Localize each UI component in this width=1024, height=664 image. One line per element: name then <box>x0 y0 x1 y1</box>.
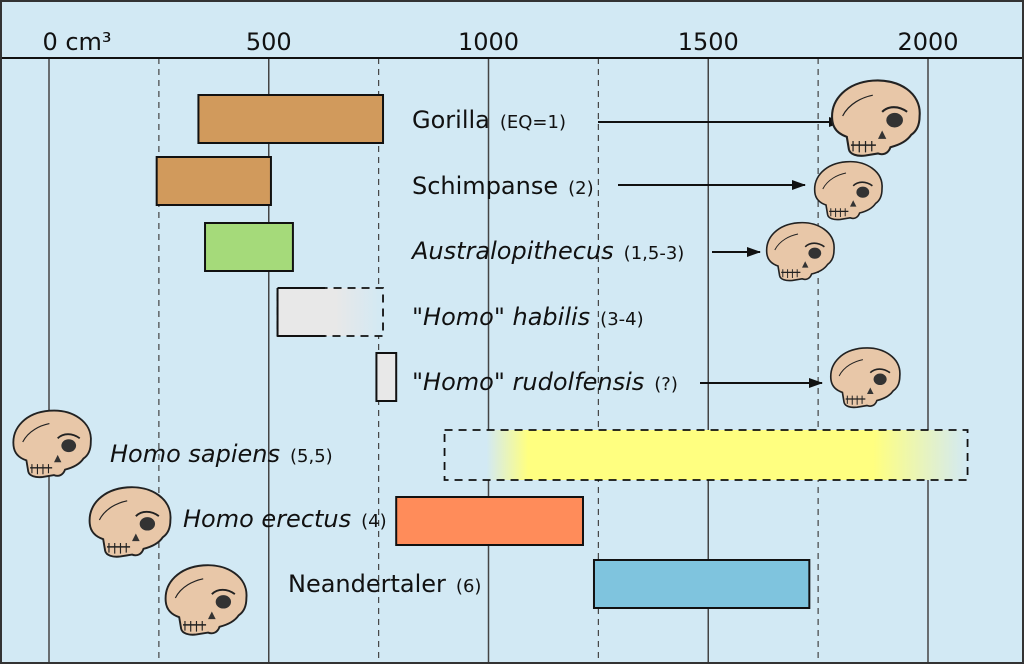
label-name-schimpanse: Schimpanse <box>412 172 558 200</box>
label-eq-homo-rudolfensis: (?) <box>654 374 678 395</box>
skull-arrows <box>598 117 843 388</box>
bar-gorilla <box>197 94 385 144</box>
label-homo-habilis: "Homo" habilis (3-4) <box>412 303 644 331</box>
label-gorilla: Gorilla (EQ=1) <box>412 106 566 134</box>
label-eq-homo-habilis: (3-4) <box>600 309 643 330</box>
bar-schimpanse <box>155 156 272 206</box>
label-name-australopithecus: Australopithecus <box>410 237 614 265</box>
tick-label-1500: 1500 <box>678 28 739 56</box>
tick-label-500: 500 <box>246 28 292 56</box>
bar-homo-erectus <box>395 496 584 546</box>
label-australopithecus: Australopithecus (1,5-3) <box>410 237 684 265</box>
label-eq-schimpanse: (2) <box>568 178 594 199</box>
label-homo-erectus: Homo erectus (4) <box>183 505 387 533</box>
label-name-neandertaler: Neandertaler <box>288 570 446 598</box>
bar-homo-habilis <box>277 288 384 336</box>
bar-neandertaler <box>592 559 811 609</box>
tick-label-2000: 2000 <box>897 28 958 56</box>
tick-label-1000: 1000 <box>458 28 519 56</box>
label-homo-sapiens: Homo sapiens (5,5) <box>110 440 333 468</box>
bar-homo-sapiens <box>444 430 968 480</box>
bar-outline-homo-sapiens <box>443 429 969 481</box>
gridlines <box>48 58 929 664</box>
label-schimpanse: Schimpanse (2) <box>412 172 594 200</box>
label-name-homo-habilis: "Homo" habilis <box>412 303 590 331</box>
tick-label-0: 0 cm³ <box>42 28 111 56</box>
label-eq-gorilla: (EQ=1) <box>500 112 566 133</box>
label-name-homo-sapiens: Homo sapiens <box>110 440 280 468</box>
bar-homo-rudolfensis <box>375 352 398 402</box>
range-bars <box>155 94 969 609</box>
label-name-gorilla: Gorilla <box>412 106 490 134</box>
label-eq-homo-erectus: (4) <box>361 511 387 532</box>
label-name-homo-rudolfensis: "Homo" rudolfensis <box>412 368 644 396</box>
label-eq-homo-sapiens: (5,5) <box>290 446 333 467</box>
bar-australopithecus <box>204 222 294 272</box>
label-eq-australopithecus: (1,5-3) <box>624 243 685 264</box>
label-neandertaler: Neandertaler (6) <box>288 570 481 598</box>
species-labels: Gorilla (EQ=1) Schimpanse (2) Australopithec… <box>110 106 684 598</box>
label-homo-rudolfensis: "Homo" rudolfensis (?) <box>412 368 678 396</box>
label-name-homo-erectus: Homo erectus <box>183 505 351 533</box>
label-eq-neandertaler: (6) <box>456 576 482 597</box>
x-axis-ticks: 0 cm³ 500 1000 1500 2000 <box>42 28 958 56</box>
